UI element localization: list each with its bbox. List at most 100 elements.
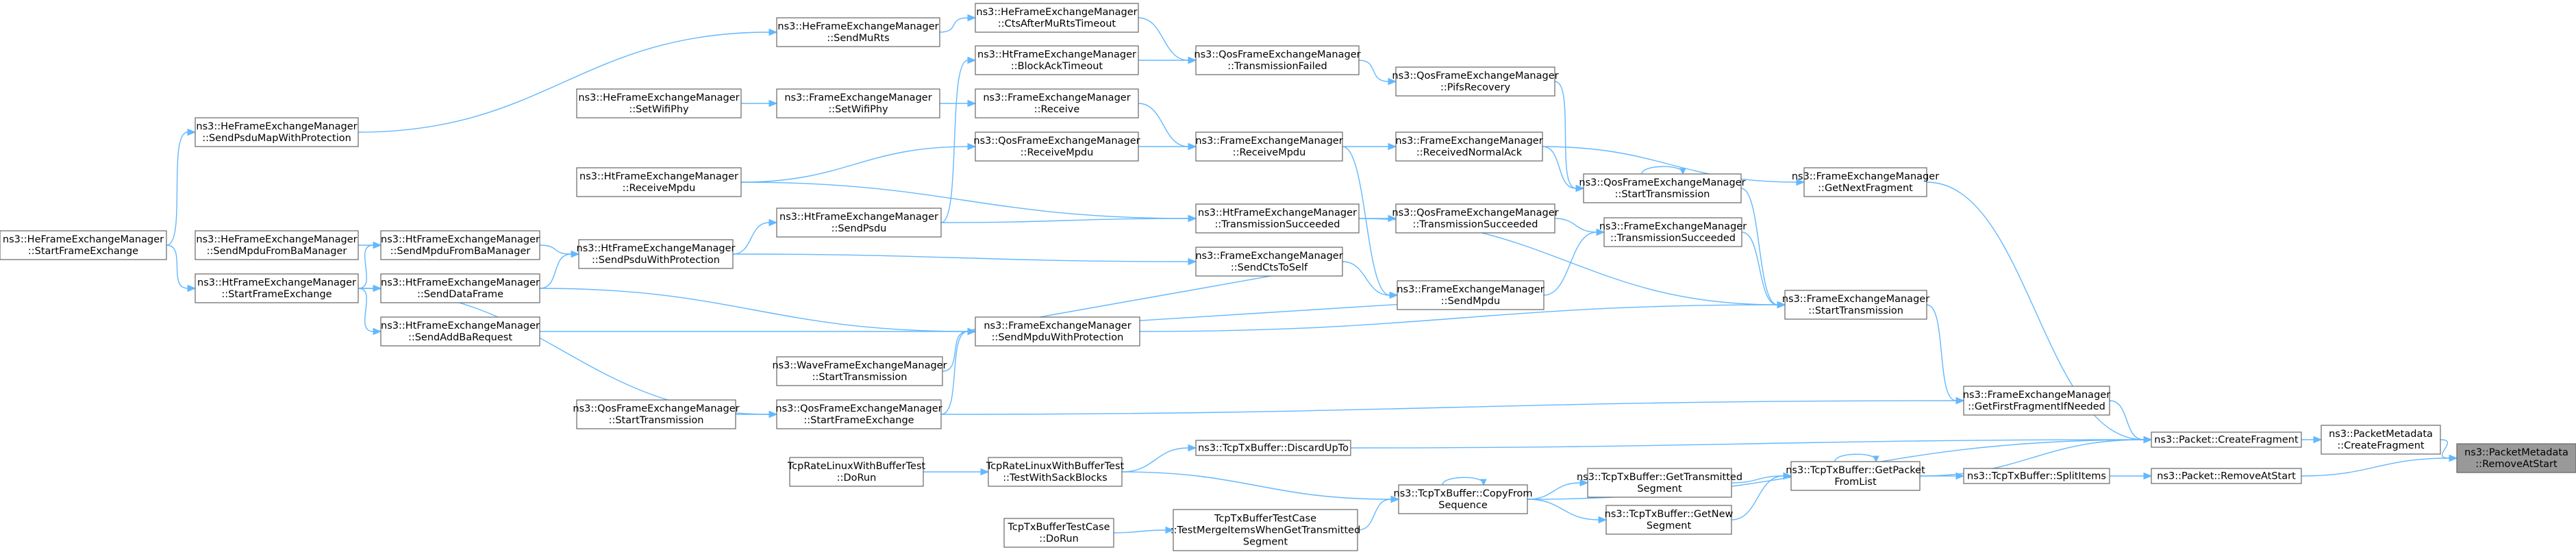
node-received-normal-ack[interactable]: ns3::FrameExchangeManager::ReceivedNorma… [1395, 131, 1543, 162]
node-box [975, 316, 1140, 347]
node-label: ns3::HeFrameExchangeManager [196, 121, 357, 132]
node-label: ::SendPsdu [831, 223, 887, 234]
node-label: ::StartFrameExchange [221, 289, 332, 300]
node-tx-buffer-do-run[interactable]: TcpTxBufferTestCase::DoRun [1003, 518, 1114, 548]
node-send-mpdu[interactable]: ns3::FrameExchangeManager::SendMpdu [1397, 280, 1545, 310]
node-label: ns3::HeFrameExchangeManager [196, 234, 357, 245]
node-qos-transmission-failed[interactable]: ns3::QosFrameExchangeManager::Transmissi… [1194, 45, 1361, 75]
node-label: TcpRateLinuxWithBufferTest [787, 461, 926, 472]
node-label: ::PifsRecovery [1440, 82, 1511, 93]
node-ht-send-psdu-with-protection[interactable]: ns3::HtFrameExchangeManager::SendPsduWit… [577, 239, 736, 269]
node-qos-start-transmission[interactable]: ns3::QosFrameExchangeManager::StartTrans… [1579, 173, 1746, 203]
node-discard-up-to[interactable]: ns3::TcpTxBuffer::DiscardUpTo [1195, 440, 1351, 456]
call-edge [942, 327, 977, 372]
node-label: ns3::QosFrameExchangeManager [1392, 71, 1558, 81]
node-packet-create-fragment[interactable]: ns3::Packet::CreateFragment [2151, 431, 2302, 448]
node-label: ns3::TcpTxBuffer::DiscardUpTo [1198, 443, 1349, 454]
node-ht-send-add-ba-request[interactable]: ns3::HtFrameExchangeManager::SendAddBaRe… [380, 316, 540, 347]
node-root[interactable]: ns3::PacketMetadata::RemoveAtStart [2456, 443, 2576, 473]
node-qos-start-frame-exchange[interactable]: ns3::QosFrameExchangeManager::StartFrame… [775, 399, 942, 429]
node-wave-start-transmission[interactable]: ns3::WaveFrameExchangeManager::StartTran… [772, 356, 947, 386]
node-test-with-sack-blocks[interactable]: TcpRateLinuxWithBufferTest::TestWithSack… [986, 457, 1125, 487]
node-block-ack-timeout[interactable]: ns3::HtFrameExchangeManager::BlockAckTim… [975, 45, 1139, 75]
call-edge [540, 327, 977, 336]
node-label: ns3::FrameExchangeManager [984, 321, 1131, 331]
node-box [1587, 468, 1732, 498]
edge-arrowhead [373, 241, 382, 249]
node-label: ::SendMpdu [1441, 296, 1500, 307]
call-edge [923, 468, 990, 476]
edge-arrowhead [1575, 184, 1585, 192]
node-label: TcpTxBufferTestCase [1007, 522, 1110, 533]
node-get-next-fragment[interactable]: ns3::FrameExchangeManager::GetNextFragme… [1792, 167, 1939, 197]
edge-line [732, 253, 1189, 262]
node-he-start-frame-exchange[interactable]: ns3::HeFrameExchangeManager::StartFrameE… [0, 230, 167, 260]
call-edge [358, 284, 382, 292]
node-he-send-psdu-map-with-protection[interactable]: ns3::HeFrameExchangeManager::SendPsduMap… [195, 117, 359, 147]
edge-line [358, 244, 374, 289]
node-label: TcpTxBufferTestCase [1214, 514, 1316, 525]
node-qos-transmission-succeeded[interactable]: ns3::QosFrameExchangeManager::Transmissi… [1392, 203, 1559, 234]
node-label: FromList [1834, 477, 1877, 488]
node-label: ::TransmissionSucceeded [1610, 233, 1736, 244]
node-he-send-mu-rts[interactable]: ns3::HeFrameExchangeManager::SendMuRts [776, 17, 940, 47]
node-pm-create-fragment[interactable]: ns3::PacketMetadata::CreateFragment [2321, 425, 2441, 455]
edge-line [942, 331, 968, 372]
node-fe-set-wifi-phy[interactable]: ns3::FrameExchangeManager::SetWifiPhy [776, 88, 940, 118]
node-fe-receive-mpdu[interactable]: ns3::FrameExchangeManager::ReceiveMpdu [1195, 131, 1343, 162]
node-packet-remove-at-start[interactable]: ns3::Packet::RemoveAtStart [2151, 468, 2302, 484]
node-ht-send-mpdu-from-ba-manager[interactable]: ns3::HtFrameExchangeManager::SendMpduFro… [380, 230, 540, 260]
node-ht-receive-mpdu[interactable]: ns3::HtFrameExchangeManager::ReceiveMpdu [576, 167, 742, 197]
node-label: ns3::FrameExchangeManager [1395, 136, 1542, 147]
node-pifs-recovery[interactable]: ns3::QosFrameExchangeManager::PifsRecove… [1392, 66, 1559, 97]
node-label: ns3::FrameExchangeManager [1195, 251, 1342, 262]
node-label: ::TransmissionFailed [1227, 61, 1327, 72]
edge-arrowhead [1598, 516, 1608, 524]
node-he-set-wifi-phy[interactable]: ns3::HeFrameExchangeManager::SetWifiPhy [576, 88, 742, 118]
edge-arrowhead [768, 28, 778, 36]
node-ht-send-psdu[interactable]: ns3::HtFrameExchangeManager::SendPsdu [776, 208, 942, 238]
node-fe-transmission-succeeded[interactable]: ns3::FrameExchangeManager::TransmissionS… [1599, 217, 1747, 247]
node-cts-after-mu-rts-timeout[interactable]: ns3::HeFrameExchangeManager::CtsAfterMuR… [975, 3, 1139, 33]
node-ht-start-frame-exchange[interactable]: ns3::HtFrameExchangeManager::StartFrameE… [195, 273, 359, 303]
edge-line [1542, 146, 1577, 189]
call-edge [539, 250, 580, 289]
node-fe-receive[interactable]: ns3::FrameExchangeManager::Receive [975, 88, 1139, 118]
edge-line [1527, 482, 1581, 500]
node-send-mpdu-with-protection[interactable]: ns3::FrameExchangeManager::SendMpduWithP… [975, 316, 1140, 347]
edge-arrowhead [1388, 142, 1397, 151]
node-fe-start-transmission[interactable]: ns3::FrameExchangeManager::StartTransmis… [1782, 290, 1929, 320]
call-edge [1121, 471, 1400, 503]
node-get-first-fragment[interactable]: ns3::FrameExchangeManager::GetFirstFragm… [1963, 386, 2110, 416]
node-box [776, 399, 942, 429]
node-box [988, 457, 1123, 487]
edge-line [940, 400, 1957, 415]
node-qos-f-e-start-transmission[interactable]: ns3::QosFrameExchangeManager::StartTrans… [573, 399, 740, 429]
node-split-items[interactable]: ns3::TcpTxBuffer::SplitItems [1963, 468, 2110, 484]
node-test-merge-items[interactable]: TcpTxBufferTestCase::TestMergeItemsWhenG… [1171, 509, 1361, 551]
edge-arrowhead [373, 327, 382, 336]
node-ht-transmission-succeeded[interactable]: ns3::HtFrameExchangeManager::Transmissio… [1195, 203, 1360, 234]
node-qos-receive-mpdu[interactable]: ns3::QosFrameExchangeManager::ReceiveMpd… [973, 131, 1140, 162]
call-edge [2110, 472, 2153, 480]
node-box [195, 117, 359, 147]
edge-line [732, 222, 770, 255]
edge-arrowhead [967, 14, 977, 22]
node-label: ::GetNextFragment [1818, 183, 1913, 194]
node-label: ns3::HtFrameExchangeManager [197, 277, 356, 288]
node-box [975, 131, 1139, 162]
node-label: ns3::FrameExchangeManager [1963, 390, 2110, 401]
node-label: ns3::PacketMetadata [2464, 447, 2568, 458]
node-send-cts-to-self[interactable]: ns3::FrameExchangeManager::SendCtsToSelf [1195, 247, 1343, 277]
node-he-send-mpdu-from-ba-manager[interactable]: ns3::HeFrameExchangeManager::SendMpduFro… [195, 230, 359, 260]
node-label: ::TransmissionSucceeded [1413, 219, 1538, 230]
node-rate-do-run[interactable]: TcpRateLinuxWithBufferTest::DoRun [787, 457, 926, 487]
edge-line [1554, 218, 1597, 233]
node-box [776, 17, 940, 47]
node-label: ::TransmissionSucceeded [1215, 219, 1340, 230]
node-ht-send-data-frame[interactable]: ns3::HtFrameExchangeManager::SendDataFra… [380, 273, 540, 303]
